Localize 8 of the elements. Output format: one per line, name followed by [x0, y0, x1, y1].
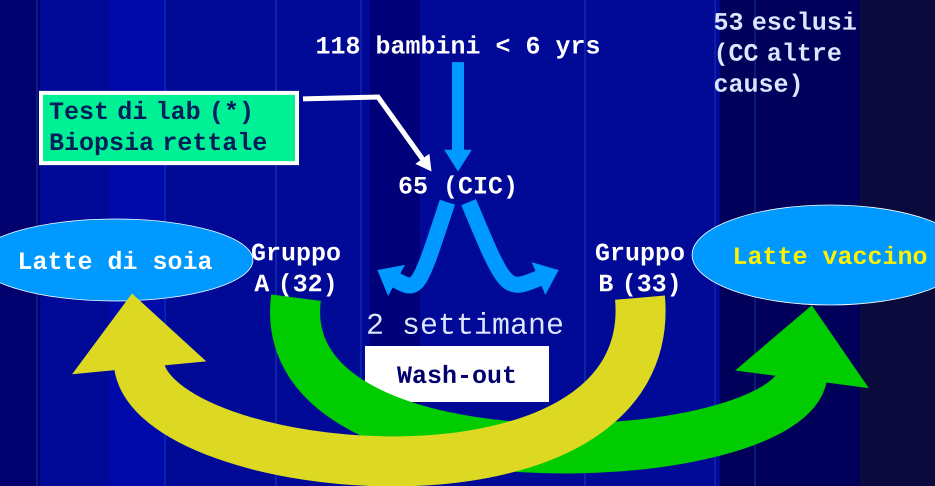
count-text: 65 (CIC) [400, 175, 514, 199]
group-text: Gruppo A (32) [252, 244, 340, 296]
washout-box: Wash-out [365, 346, 549, 402]
duration-text: 2 settimane [368, 312, 562, 334]
test-box: Test di lab (*) Biopsia rettale [39, 90, 299, 166]
group-text: Gruppo B (33) [596, 244, 684, 296]
note-text: 53 esclusi (CC altre cause) [714, 12, 856, 97]
count-text: 118 bambini < 6 yrs [317, 35, 599, 59]
